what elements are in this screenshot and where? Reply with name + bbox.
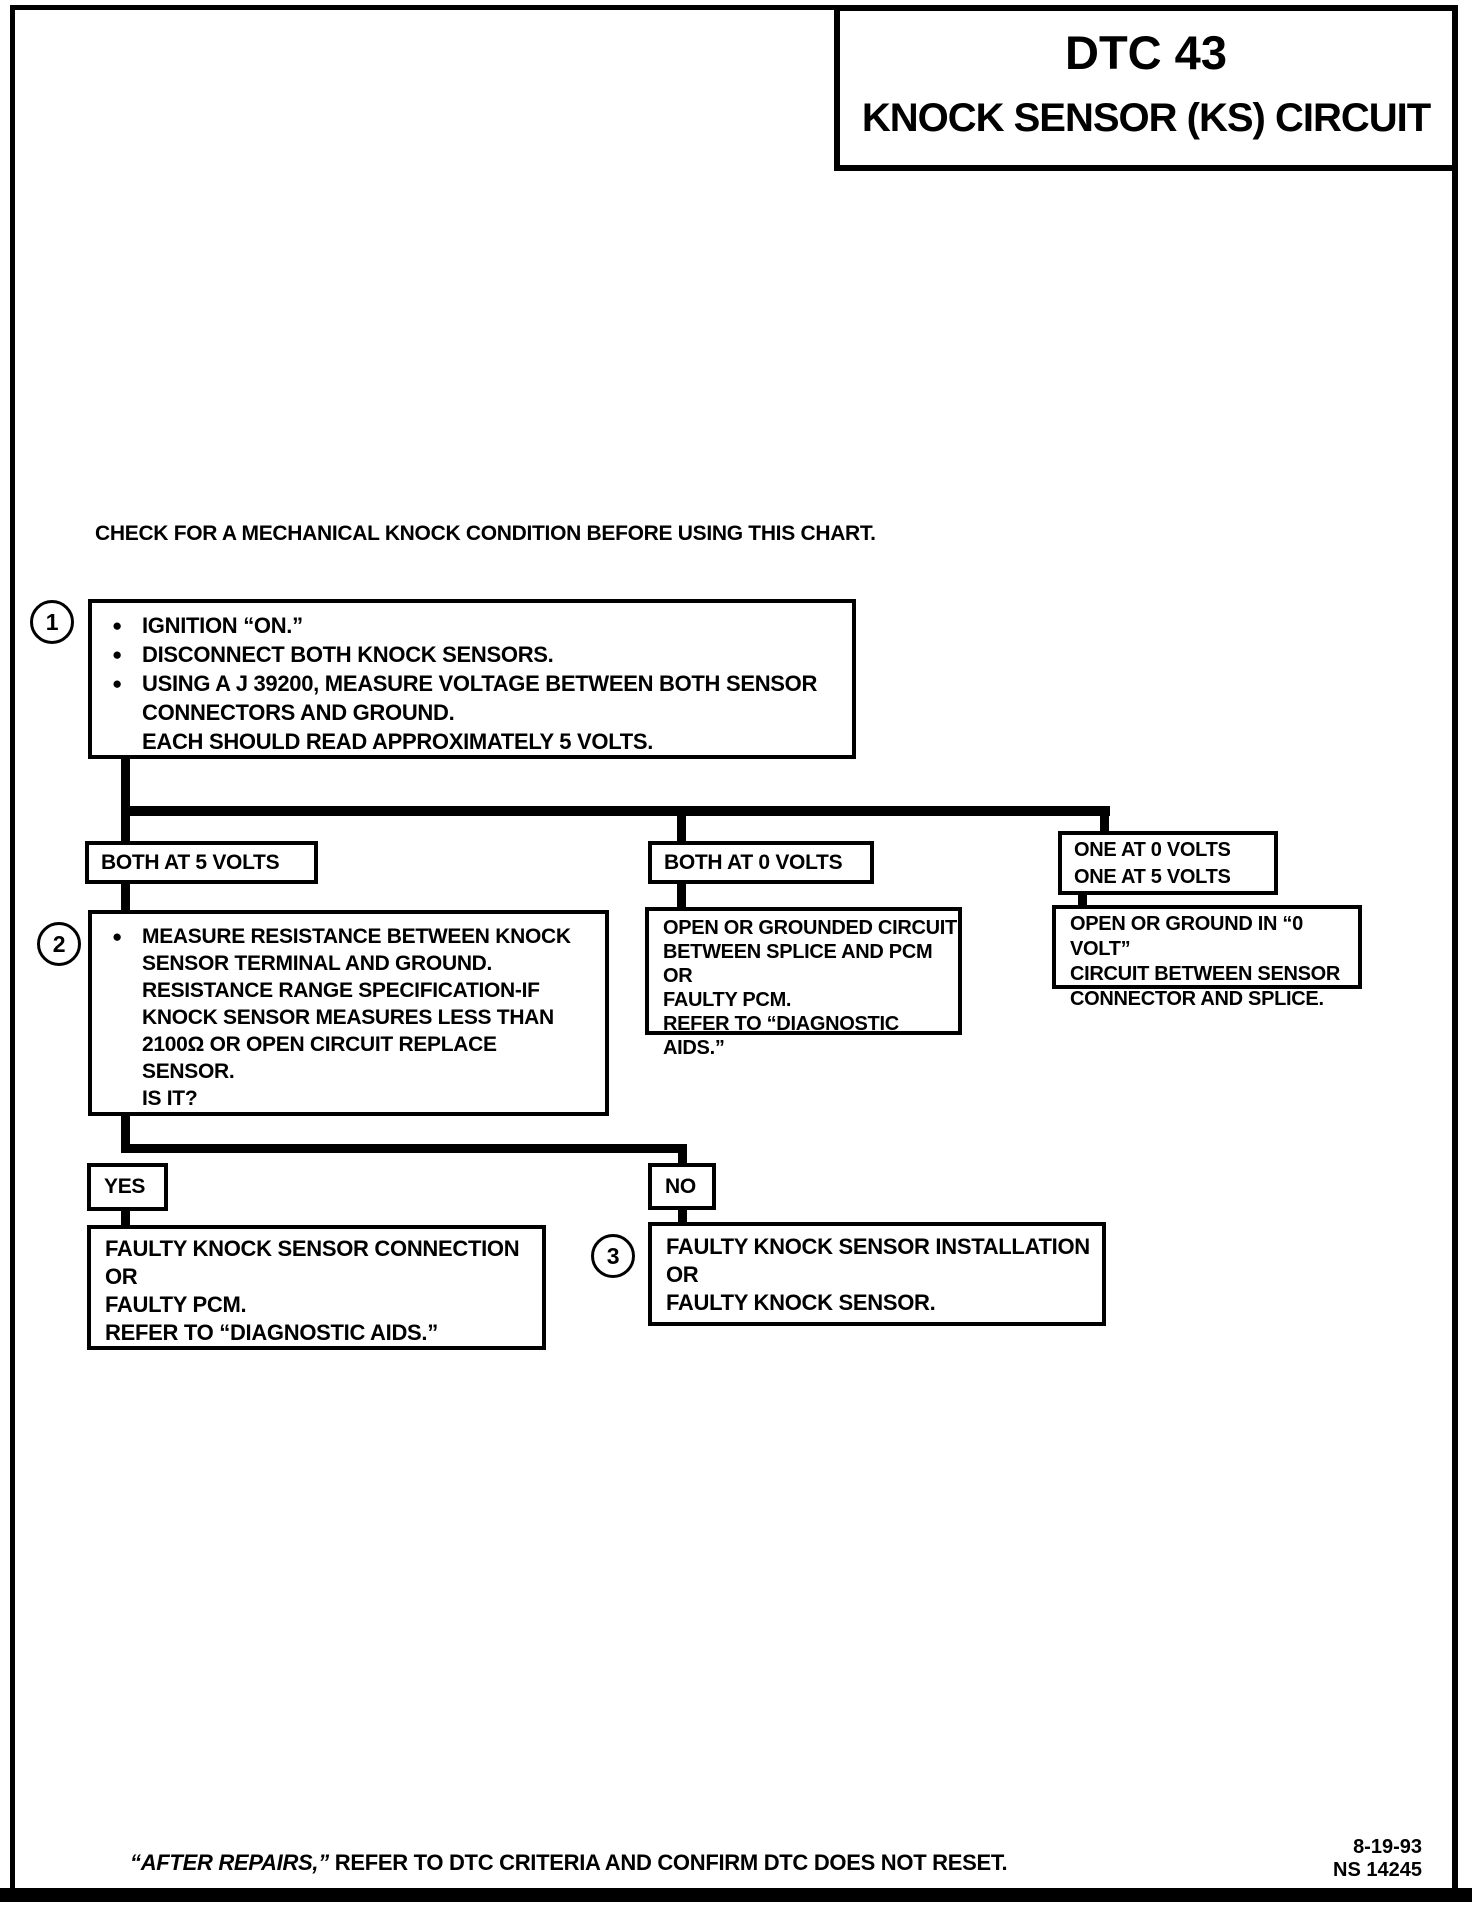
connector-line xyxy=(121,882,130,912)
result-box-open-or-ground-0-volt: OPEN OR GROUND IN “0 VOLT” CIRCUIT BETWE… xyxy=(1052,905,1362,1010)
branch-label-text: BOTH AT 0 VOLTS xyxy=(664,850,843,874)
step2-line-text: 2100Ω OR OPEN CIRCUIT REPLACE xyxy=(142,1033,497,1056)
connector-line xyxy=(678,1144,687,1165)
connector-line xyxy=(677,882,686,909)
step2-line: SENSOR. xyxy=(92,1058,605,1085)
result-line: FAULTY KNOCK SENSOR. xyxy=(666,1290,936,1315)
page-border-bottom xyxy=(0,1888,1472,1902)
connector-line xyxy=(121,1209,130,1227)
result-line: OR xyxy=(663,965,693,987)
result-box-faulty-knock-sensor-installation: FAULTY KNOCK SENSOR INSTALLATION OR FAUL… xyxy=(648,1222,1106,1326)
step2-action-box: ● MEASURE RESISTANCE BETWEEN KNOCK SENSOR… xyxy=(88,910,609,1116)
connector-line xyxy=(121,1114,130,1153)
step1-line: ● USING A J 39200, MEASURE VOLTAGE BETWEE… xyxy=(92,669,852,698)
connector-line xyxy=(678,1208,687,1227)
step1-line: EACH SHOULD READ APPROXIMATELY 5 VOLTS. xyxy=(92,727,852,756)
step1-line-text: EACH SHOULD READ APPROXIMATELY 5 VOLTS. xyxy=(142,729,654,754)
branch-label-text: ONE AT 0 VOLTS xyxy=(1074,839,1231,861)
branch-label-both-5-volts: BOTH AT 5 VOLTS xyxy=(85,841,318,884)
decision-label-no: NO xyxy=(648,1163,716,1210)
result-line: REFER TO “DIAGNOSTIC AIDS.” xyxy=(105,1320,438,1345)
step2-line: 2100Ω OR OPEN CIRCUIT REPLACE xyxy=(92,1031,605,1058)
decision-label-text: NO xyxy=(665,1174,696,1198)
step1-line: ● DISCONNECT BOTH KNOCK SENSORS. xyxy=(92,640,852,669)
document-date: 8-19-93 xyxy=(1353,1836,1422,1858)
step2-line-text: SENSOR. xyxy=(142,1060,235,1083)
circuit-name-title: KNOCK SENSOR (KS) CIRCUIT xyxy=(861,96,1431,140)
branch-label-text: ONE AT 5 VOLTS xyxy=(1074,866,1231,888)
branch-label-both-0-volts: BOTH AT 0 VOLTS xyxy=(648,841,874,884)
result-line: CIRCUIT BETWEEN SENSOR xyxy=(1070,963,1341,985)
result-line: CONNECTOR AND SPLICE. xyxy=(1070,988,1324,1010)
connector-line xyxy=(677,812,686,843)
result-line: FAULTY KNOCK SENSOR INSTALLATION xyxy=(666,1234,1090,1259)
after-repairs-note-text: REFER TO DTC CRITERIA AND CONFIRM DTC DO… xyxy=(328,1850,1008,1875)
step2-number-circle: 2 xyxy=(37,922,81,966)
step1-line: CONNECTORS AND GROUND. xyxy=(92,698,852,727)
step1-action-box: ● IGNITION “ON.” ● DISCONNECT BOTH KNOCK S… xyxy=(88,599,856,759)
result-line: REFER TO “DIAGNOSTIC AIDS.” xyxy=(663,1013,899,1059)
document-reference: 8-19-93 NS 14245 xyxy=(1280,1836,1422,1882)
connector-line xyxy=(121,757,130,843)
branch-label-text: BOTH AT 5 VOLTS xyxy=(101,850,280,874)
result-line: OPEN OR GROUND IN “0 VOLT” xyxy=(1070,913,1303,960)
step2-line: RESISTANCE RANGE SPECIFICATION-IF xyxy=(92,977,605,1004)
step1-line-text: DISCONNECT BOTH KNOCK SENSORS. xyxy=(142,642,554,667)
branch-label-one-at-0-one-at-5: ONE AT 0 VOLTS ONE AT 5 VOLTS xyxy=(1058,831,1278,895)
connector-line xyxy=(121,806,1110,816)
decision-label-yes: YES xyxy=(87,1163,168,1211)
connector-line xyxy=(1078,893,1087,907)
result-line: FAULTY KNOCK SENSOR CONNECTION xyxy=(105,1236,520,1261)
decision-label-text: YES xyxy=(104,1175,146,1198)
step2-line-text: KNOCK SENSOR MEASURES LESS THAN xyxy=(142,1006,554,1029)
step2-line-text: IS IT? xyxy=(142,1087,198,1110)
after-repairs-note-italic: “AFTER REPAIRS,” xyxy=(130,1850,329,1875)
bullet-icon: ● xyxy=(112,674,122,693)
page-border-right xyxy=(1452,5,1458,1890)
pre-chart-instruction: CHECK FOR A MECHANICAL KNOCK CONDITION B… xyxy=(95,522,876,545)
after-repairs-note: “AFTER REPAIRS,” REFER TO DTC CRITERIA A… xyxy=(130,1850,1008,1876)
step2-line-text: MEASURE RESISTANCE BETWEEN KNOCK xyxy=(142,925,571,948)
document-number: NS 14245 xyxy=(1333,1859,1422,1881)
result-line: OR xyxy=(105,1264,138,1289)
connector-line xyxy=(1100,812,1109,833)
step3-number-circle: 3 xyxy=(591,1234,635,1278)
page-border-top xyxy=(10,5,1458,10)
bullet-icon: ● xyxy=(112,616,122,635)
step1-line-text: USING A J 39200, MEASURE VOLTAGE BETWEEN… xyxy=(142,671,818,696)
connector-line xyxy=(121,1144,687,1153)
step2-line: IS IT? xyxy=(92,1085,605,1112)
step1-line-text: IGNITION “ON.” xyxy=(142,613,303,638)
step2-line: SENSOR TERMINAL AND GROUND. xyxy=(92,950,605,977)
dtc-code-title: DTC 43 xyxy=(1065,26,1227,79)
step2-line: ● MEASURE RESISTANCE BETWEEN KNOCK xyxy=(92,923,605,950)
bullet-icon: ● xyxy=(112,645,122,664)
result-line: OPEN OR GROUNDED CIRCUIT xyxy=(663,917,957,939)
step2-line: KNOCK SENSOR MEASURES LESS THAN xyxy=(92,1004,605,1031)
result-line: FAULTY PCM. xyxy=(663,989,792,1011)
result-line: FAULTY PCM. xyxy=(105,1292,247,1317)
step2-line-text: RESISTANCE RANGE SPECIFICATION-IF xyxy=(142,979,540,1002)
step1-line-text: CONNECTORS AND GROUND. xyxy=(142,700,455,725)
step2-line-text: SENSOR TERMINAL AND GROUND. xyxy=(142,952,493,975)
bullet-icon: ● xyxy=(112,927,122,946)
result-line: BETWEEN SPLICE AND PCM xyxy=(663,941,933,963)
result-box-faulty-knock-sensor-connection: FAULTY KNOCK SENSOR CONNECTION OR FAULTY… xyxy=(87,1225,546,1350)
result-box-open-or-grounded-circuit: OPEN OR GROUNDED CIRCUIT BETWEEN SPLICE … xyxy=(645,907,962,1059)
step1-line: ● IGNITION “ON.” xyxy=(92,611,852,640)
title-box: DTC 43 KNOCK SENSOR (KS) CIRCUIT xyxy=(834,5,1458,171)
page-border-left xyxy=(10,5,15,1890)
step1-number-circle: 1 xyxy=(30,600,74,644)
result-line: OR xyxy=(666,1262,699,1287)
